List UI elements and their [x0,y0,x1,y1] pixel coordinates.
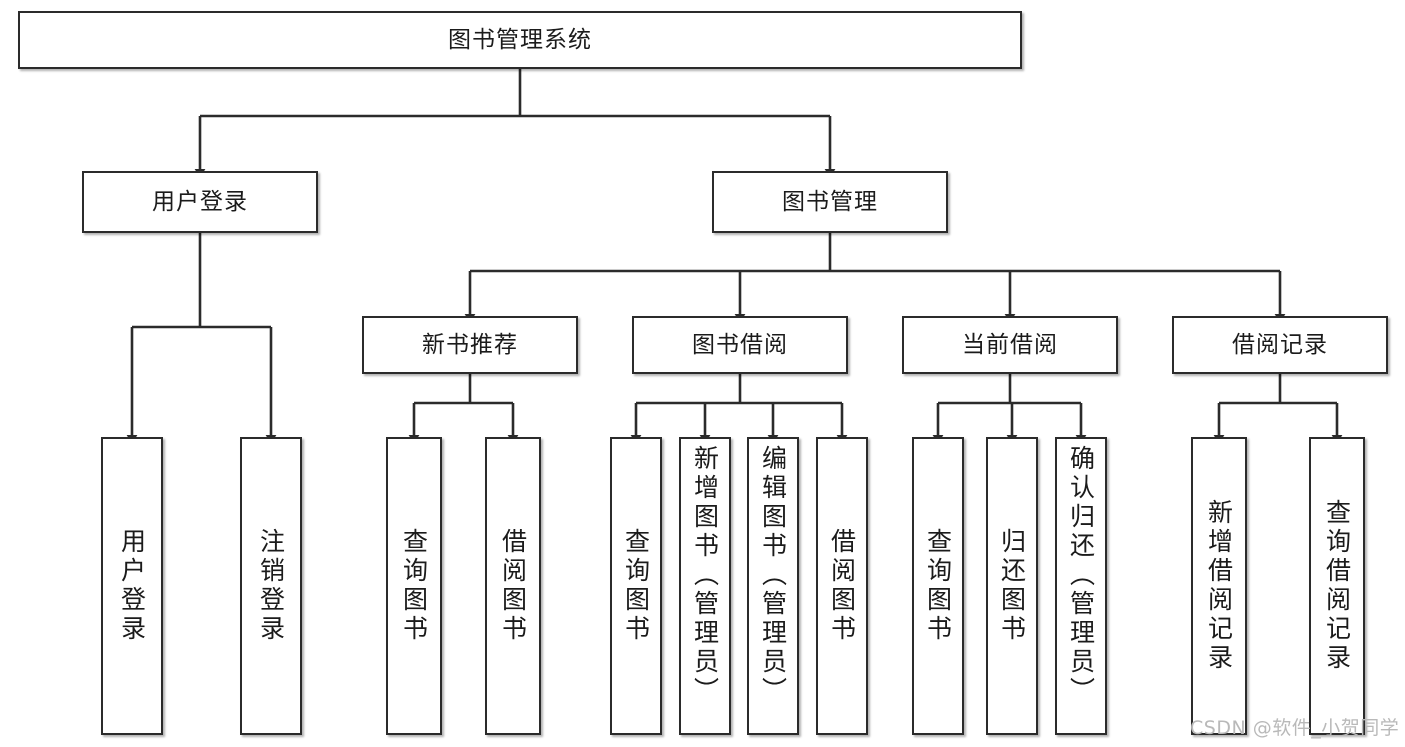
node-label-leaf-borrow-book-rec: 借阅图书 [498,528,528,644]
node-current-borrow[interactable]: 当前借阅 [902,316,1118,374]
node-leaf-query-book-cur[interactable]: 查询图书 [912,437,964,735]
node-label-book-borrow: 图书借阅 [692,331,788,358]
node-label-book-manage: 图书管理 [782,188,878,215]
node-leaf-add-book[interactable]: 新增图书（管理员） [679,437,731,735]
node-user-login[interactable]: 用户登录 [82,171,318,233]
node-label-user-login: 用户登录 [152,188,248,215]
node-label-leaf-query-book-borrow: 查询图书 [621,528,651,644]
node-label-leaf-query-record: 查询借阅记录 [1322,499,1352,673]
node-leaf-edit-book[interactable]: 编辑图书（管理员） [747,437,799,735]
node-leaf-query-book-rec[interactable]: 查询图书 [386,437,442,735]
node-borrow-record[interactable]: 借阅记录 [1172,316,1388,374]
node-leaf-query-record[interactable]: 查询借阅记录 [1309,437,1365,735]
node-label-leaf-user-login: 用户登录 [117,528,147,644]
node-leaf-borrow-book[interactable]: 借阅图书 [816,437,868,735]
node-label-borrow-record: 借阅记录 [1232,331,1328,358]
node-book-manage[interactable]: 图书管理 [712,171,948,233]
node-label-leaf-add-record: 新增借阅记录 [1204,499,1234,673]
node-root[interactable]: 图书管理系统 [18,11,1022,69]
node-label-leaf-user-logout: 注销登录 [256,528,286,644]
node-label-new-book-rec: 新书推荐 [422,331,518,358]
node-book-borrow[interactable]: 图书借阅 [632,316,848,374]
node-label-leaf-add-book: 新增图书（管理员） [690,445,720,706]
node-label-leaf-edit-book: 编辑图书（管理员） [758,445,788,706]
node-leaf-borrow-book-rec[interactable]: 借阅图书 [485,437,541,735]
node-label-leaf-confirm-return: 确认归还（管理员） [1066,445,1096,706]
node-leaf-return-book[interactable]: 归还图书 [986,437,1038,735]
node-new-book-rec[interactable]: 新书推荐 [362,316,578,374]
node-leaf-confirm-return[interactable]: 确认归还（管理员） [1055,437,1107,735]
node-label-current-borrow: 当前借阅 [962,331,1058,358]
node-label-leaf-return-book: 归还图书 [997,528,1027,644]
node-leaf-user-login[interactable]: 用户登录 [101,437,163,735]
node-leaf-user-logout[interactable]: 注销登录 [240,437,302,735]
node-label-leaf-query-book-cur: 查询图书 [923,528,953,644]
node-label-leaf-query-book-rec: 查询图书 [399,528,429,644]
node-label-leaf-borrow-book: 借阅图书 [827,528,857,644]
node-leaf-add-record[interactable]: 新增借阅记录 [1191,437,1247,735]
node-label-root: 图书管理系统 [448,26,592,53]
watermark-text: CSDN @软件_小贺同学 [1190,717,1400,739]
node-leaf-query-book-borrow[interactable]: 查询图书 [610,437,662,735]
